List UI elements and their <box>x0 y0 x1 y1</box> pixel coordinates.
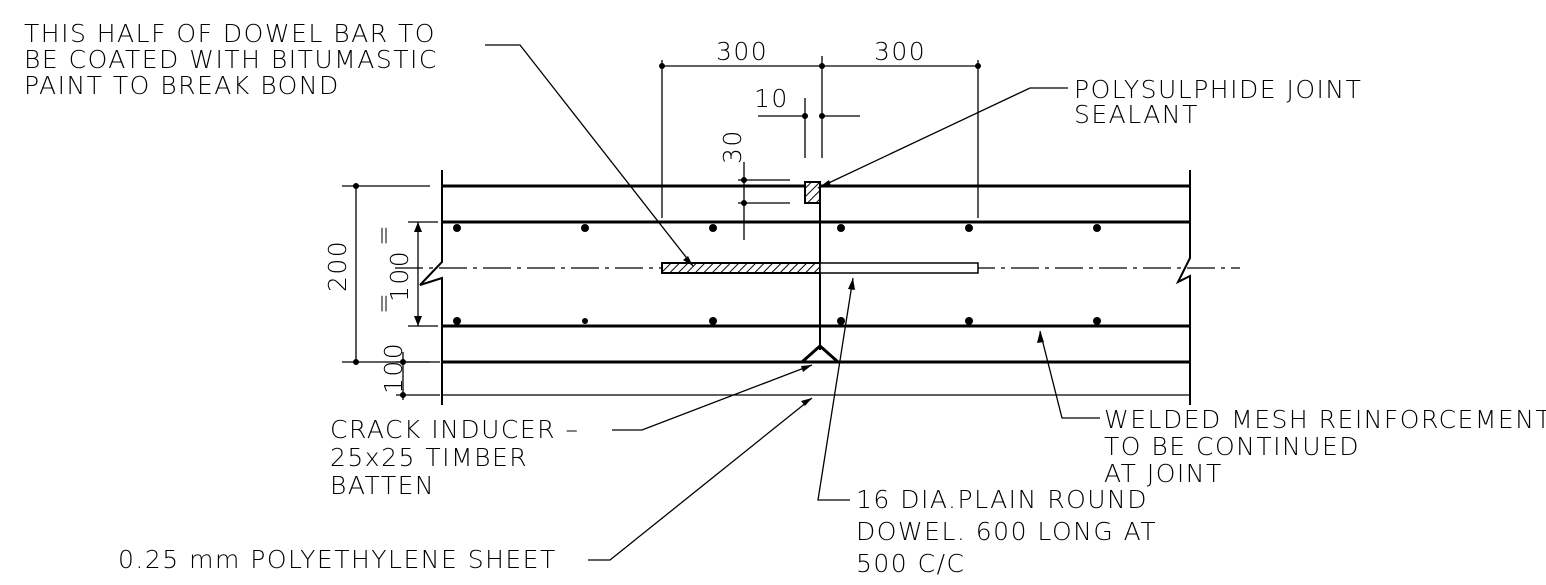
note-line: AT JOINT <box>1104 459 1223 488</box>
dim-equal-top: = <box>369 224 398 246</box>
rebar-dot <box>453 317 461 325</box>
left-break-line <box>419 170 443 405</box>
rebar-dot <box>709 317 717 325</box>
rebar-dot <box>453 224 461 232</box>
joint-sealant <box>804 181 821 204</box>
note-line: BATTEN <box>330 471 435 500</box>
dimension-texts: 300 300 10 30 200 100 = = 100 <box>323 37 926 394</box>
note-line: DOWEL. 600 LONG AT <box>856 517 1157 546</box>
rebar-dot <box>709 224 717 232</box>
rebar-dot <box>1093 224 1101 232</box>
dimension-lines <box>342 56 981 400</box>
note-line: PAINT TO BREAK BOND <box>24 71 340 100</box>
rebar-dot <box>581 224 589 232</box>
note-line: 25x25 TIMBER <box>330 443 528 472</box>
dowel-bar <box>661 262 979 274</box>
note-line: POLYSULPHIDE JOINT <box>1074 75 1362 104</box>
note-bitumastic: THIS HALF OF DOWEL BAR TO BE COATED WITH… <box>24 19 438 100</box>
leader-lines <box>485 44 1100 561</box>
dim-dowel-left: 300 <box>716 37 768 66</box>
dim-mesh-spacing: 100 <box>385 250 414 302</box>
dowel-plain-half <box>819 262 979 274</box>
note-mesh: WELDED MESH REINFORCEMENT TO BE CONTINUE… <box>1104 405 1546 488</box>
note-line: 500 C/C <box>856 549 966 578</box>
dim-sealant-depth: 30 <box>718 129 747 164</box>
rebar-dot <box>965 317 973 325</box>
note-line: CRACK INDUCER – <box>330 415 579 444</box>
note-dowel: 16 DIA.PLAIN ROUND DOWEL. 600 LONG AT 50… <box>856 485 1157 578</box>
reinforcement-bars <box>453 224 1101 325</box>
note-line: TO BE CONTINUED <box>1104 432 1360 461</box>
dowel-coated-half <box>661 262 821 274</box>
slab-section <box>395 170 1240 405</box>
rebar-dot <box>965 224 973 232</box>
note-line: SEALANT <box>1074 100 1199 129</box>
note-sealant: POLYSULPHIDE JOINT SEALANT <box>1074 75 1362 129</box>
note-line: 0.25 mm POLYETHYLENE SHEET <box>118 545 557 574</box>
note-line: 16 DIA.PLAIN ROUND <box>856 485 1148 514</box>
note-line: THIS HALF OF DOWEL BAR TO <box>24 19 436 48</box>
rebar-dot <box>837 317 845 325</box>
dim-sub-base: 100 <box>379 342 408 394</box>
rebar-dot <box>582 318 588 324</box>
dim-equal-bottom: = <box>369 292 398 314</box>
dim-slab-thickness: 200 <box>323 240 352 292</box>
crack-inducer-batten <box>801 343 839 364</box>
right-break-line <box>1175 170 1191 405</box>
dim-joint-gap: 10 <box>754 84 789 113</box>
rebar-dot <box>837 224 845 232</box>
note-line: WELDED MESH REINFORCEMENT <box>1104 405 1546 434</box>
note-line: BE COATED WITH BITUMASTIC <box>24 45 438 74</box>
rebar-dot <box>1093 317 1101 325</box>
dim-dowel-right: 300 <box>874 37 926 66</box>
note-sheet: 0.25 mm POLYETHYLENE SHEET <box>118 545 557 574</box>
note-crack-inducer: CRACK INDUCER – 25x25 TIMBER BATTEN <box>330 415 579 500</box>
